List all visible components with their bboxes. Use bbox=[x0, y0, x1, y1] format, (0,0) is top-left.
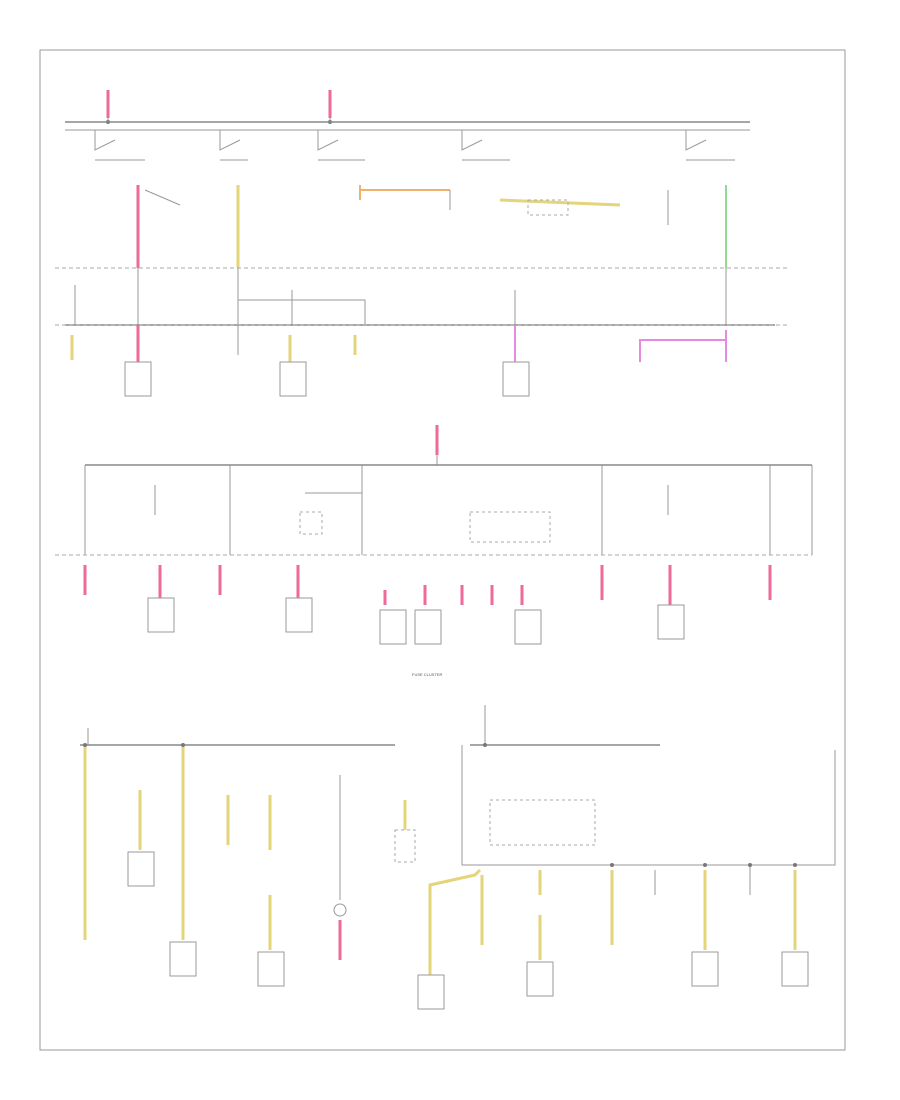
component-box bbox=[657, 604, 685, 640]
indicator-lamp bbox=[333, 903, 347, 917]
fuse-cluster-box-3 bbox=[514, 609, 542, 645]
diagram-frame bbox=[39, 49, 846, 1051]
component-box bbox=[502, 361, 530, 397]
fuse-cluster-box-1 bbox=[379, 609, 407, 645]
bus-nodes bbox=[83, 743, 797, 867]
component-box bbox=[147, 597, 175, 633]
components-row-1 bbox=[70, 325, 727, 397]
component-box bbox=[691, 951, 719, 987]
component-box bbox=[781, 951, 809, 987]
bottom-section bbox=[80, 705, 836, 1010]
component-box bbox=[417, 974, 445, 1010]
component-box bbox=[127, 851, 155, 887]
component-box bbox=[124, 361, 152, 397]
component-box bbox=[169, 941, 197, 977]
component-box bbox=[257, 951, 285, 987]
fuse-cluster-box-2 bbox=[414, 609, 442, 645]
components-row-2: FUSE CLUSTER bbox=[83, 565, 772, 677]
component-box bbox=[285, 597, 313, 633]
middle-feed bbox=[85, 425, 813, 555]
ignition-switch-section bbox=[65, 90, 750, 268]
fuse-block-row-2 bbox=[55, 465, 812, 556]
fuse-block-row-1 bbox=[65, 268, 775, 326]
fuse-cluster-label: FUSE CLUSTER bbox=[412, 672, 443, 677]
component-box bbox=[526, 961, 554, 997]
component-box bbox=[279, 361, 307, 397]
